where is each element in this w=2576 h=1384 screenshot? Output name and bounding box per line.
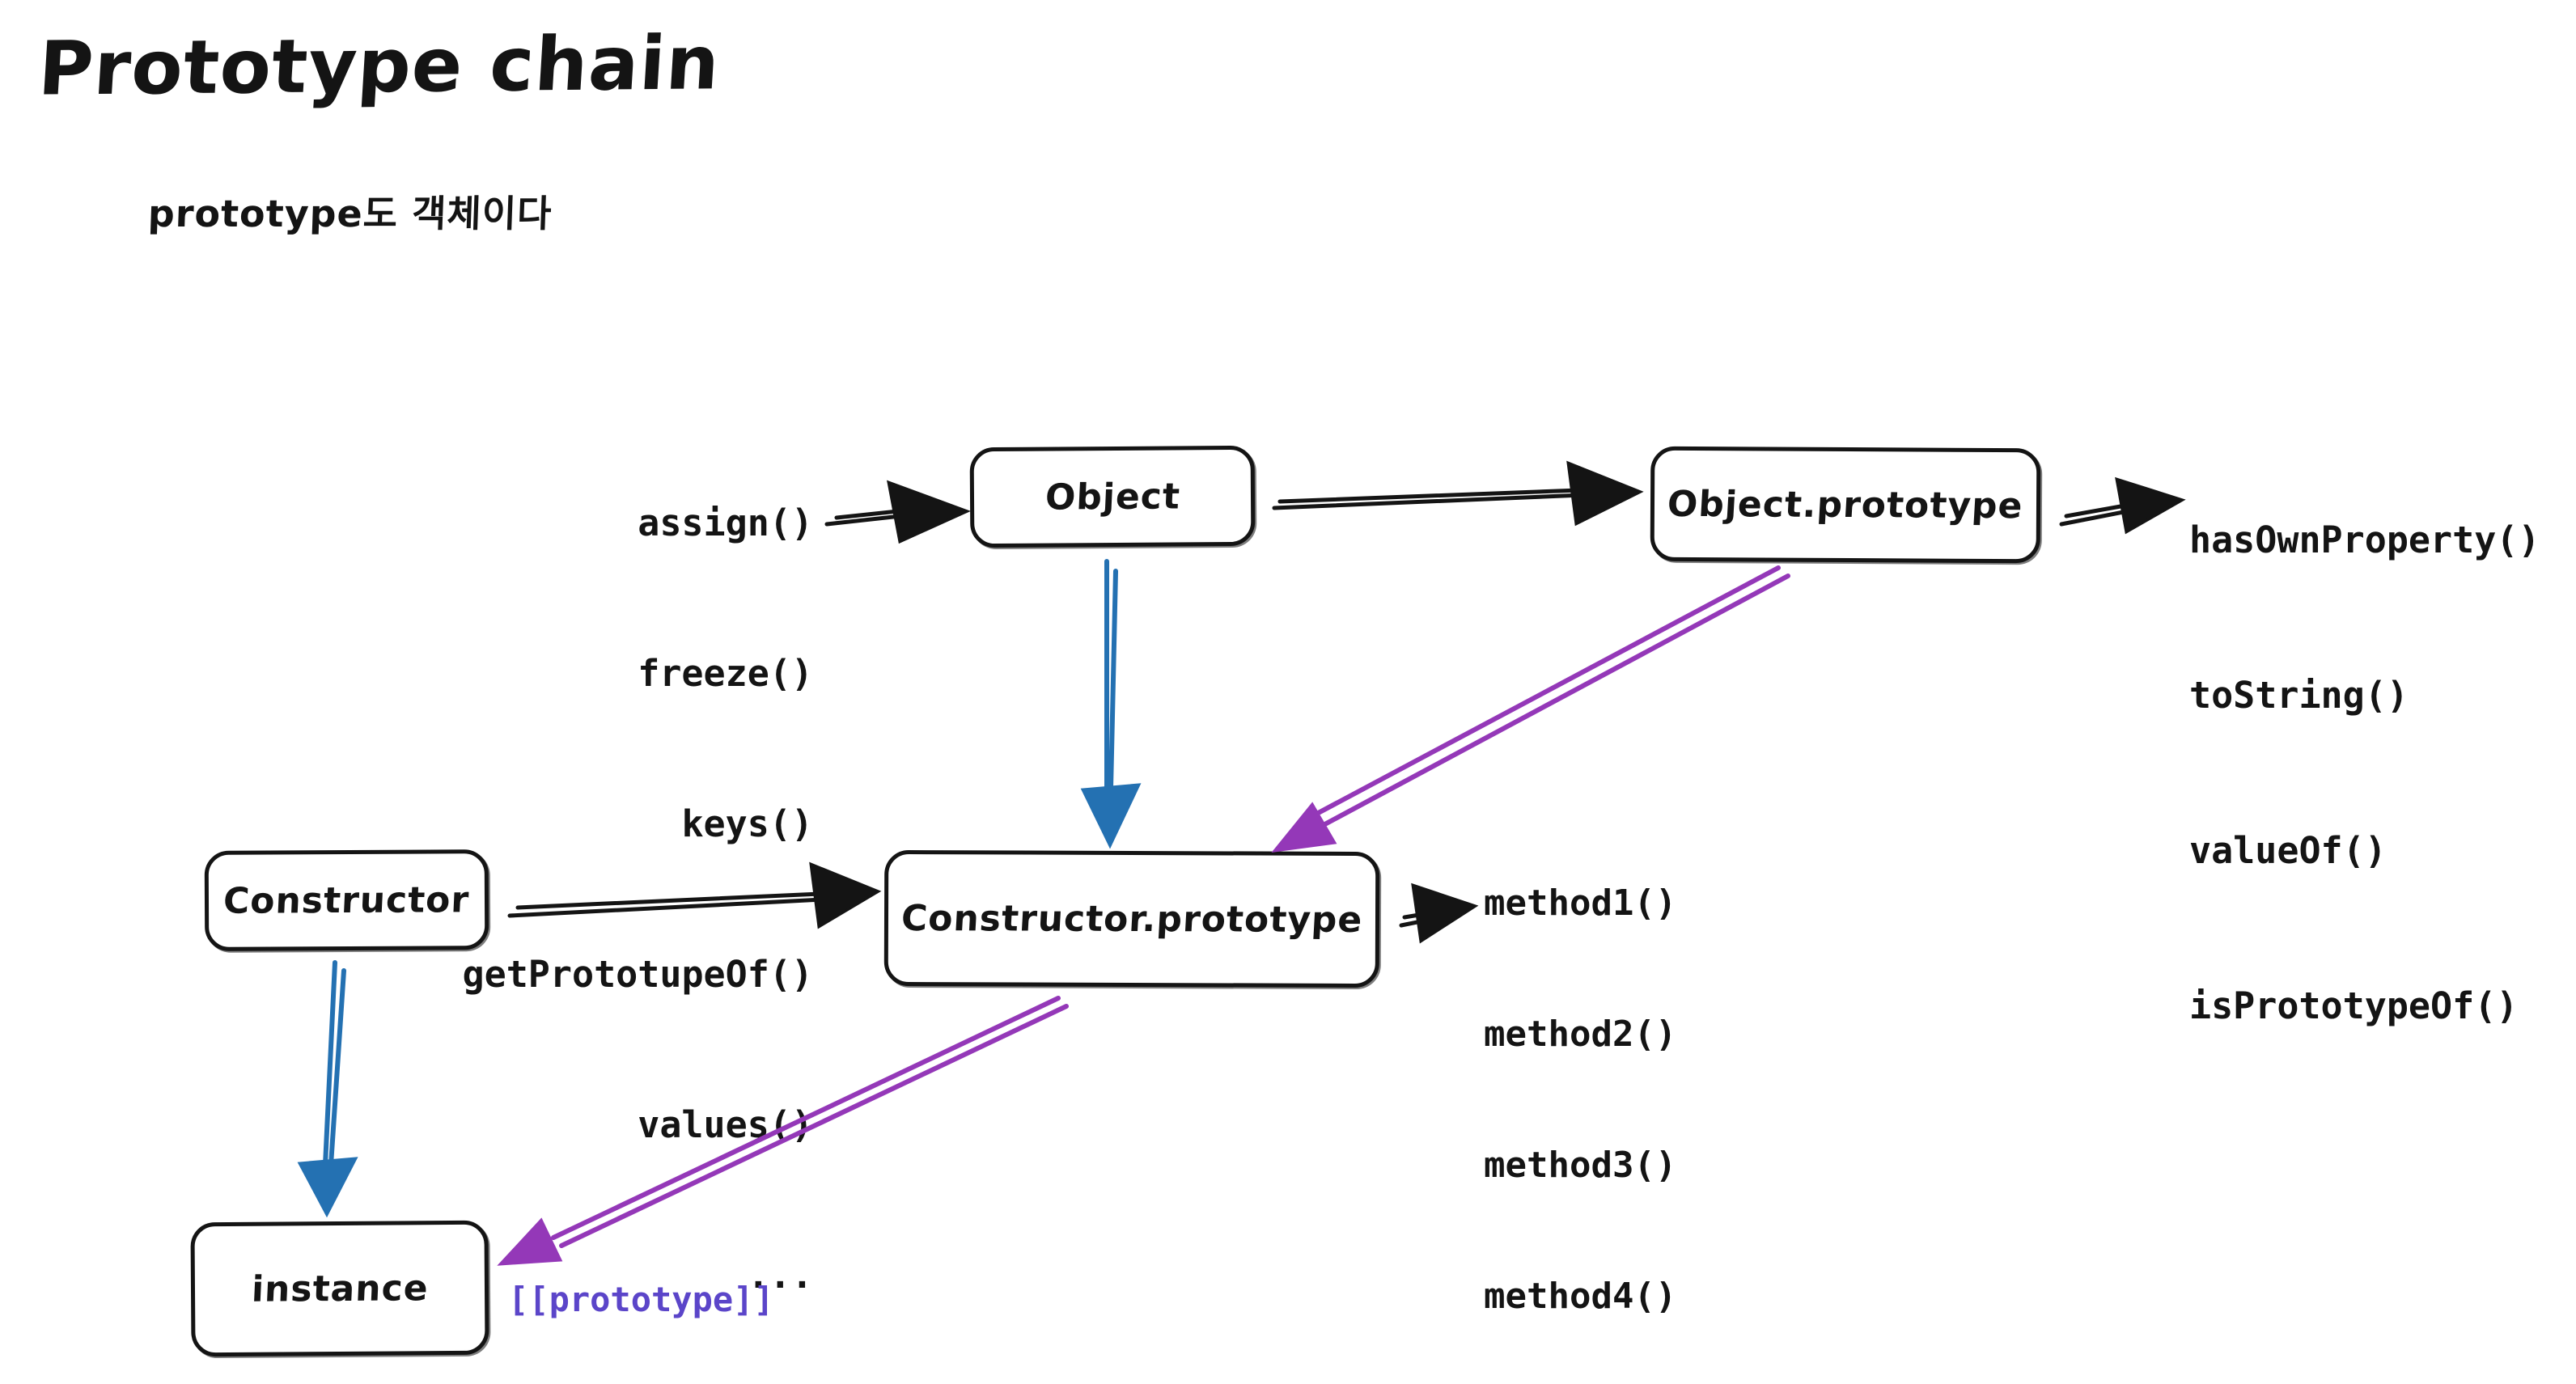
object-box: Object — [969, 445, 1256, 548]
list-item: toString() — [2189, 674, 2409, 717]
arrow-constructor-prototype-to-methods — [1399, 882, 1479, 944]
instance-box-label: instance — [250, 1267, 430, 1310]
object-prototype-methods-list: hasOwnProperty() toString() valueOf() is… — [2189, 411, 2540, 1136]
list-item: valueOf() — [2189, 829, 2387, 872]
list-item: keys() — [681, 802, 813, 845]
list-item: ... — [747, 1254, 813, 1297]
arrow-statics-to-object — [824, 480, 971, 544]
prototype-link-label: [[prototype]] — [508, 1280, 774, 1319]
list-item: assign() — [638, 502, 813, 544]
page-title: Prototype chain — [36, 19, 723, 112]
object-prototype-box: Object.prototype — [1650, 446, 2041, 564]
list-item: isPrototypeOf() — [2189, 984, 2519, 1027]
arrow-object-prototype-to-methods — [2059, 476, 2186, 535]
list-item: method4() — [1484, 1276, 1677, 1317]
arrow-object-to-object-prototype — [1272, 460, 1644, 527]
constructor-prototype-methods-list: method1() method2() method3() method4() … — [1484, 794, 1676, 1384]
list-item: method2() — [1484, 1014, 1677, 1055]
list-item: values() — [638, 1103, 813, 1146]
constructor-prototype-box-label: Constructor.prototype — [900, 897, 1364, 941]
list-item: getPrototupeOf() — [462, 953, 813, 996]
object-box-label: Object — [1044, 475, 1181, 518]
constructor-prototype-box: Constructor.prototype — [883, 849, 1380, 988]
list-item: hasOwnProperty() — [2189, 518, 2540, 561]
note-prototype-is-object: prototype도 객체이다 — [146, 192, 553, 235]
arrow-object-down-to-constructor-prototype — [1080, 559, 1142, 849]
instance-box: instance — [190, 1220, 489, 1357]
list-item: method3() — [1484, 1145, 1677, 1186]
constructor-box-label: Constructor — [222, 878, 471, 922]
list-item: method1() — [1484, 882, 1677, 924]
arrow-constructor-down-to-instance — [297, 960, 358, 1218]
constructor-box: Constructor — [204, 849, 489, 951]
object-prototype-box-label: Object.prototype — [1666, 483, 2025, 527]
list-item: freeze() — [638, 652, 813, 695]
